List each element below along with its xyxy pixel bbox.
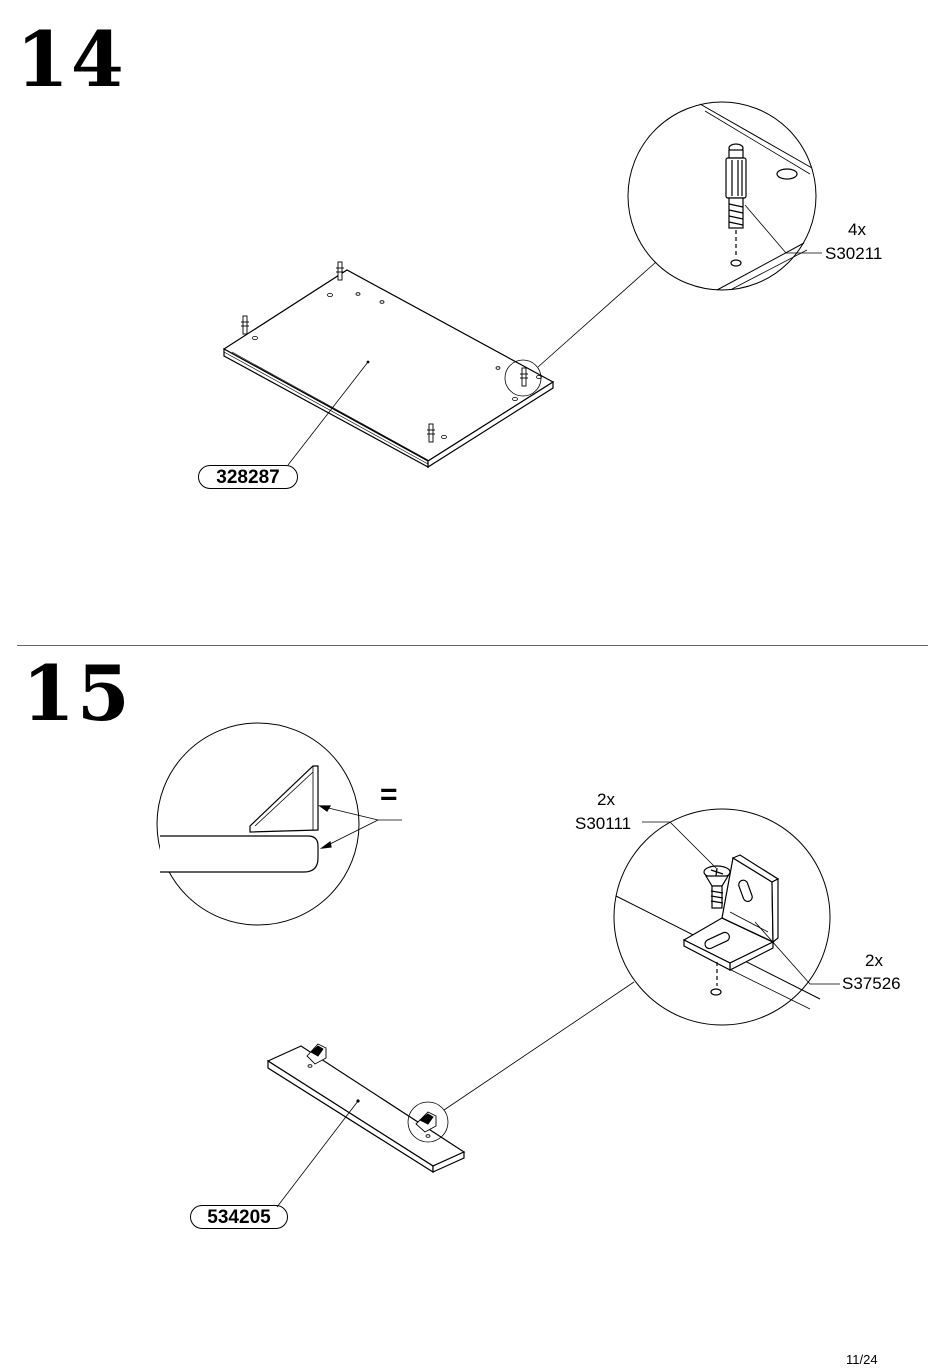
part-number-badge-534205: 534205 — [190, 1205, 288, 1229]
panel-board-534205 — [268, 1046, 464, 1172]
section-divider — [17, 645, 928, 646]
hardware-code-s37526: S37526 — [842, 975, 901, 992]
equal-gap-symbol: = — [380, 780, 398, 810]
hardware-code-s30211: S30211 — [825, 245, 882, 262]
detail-circle-cam-bolt — [628, 102, 822, 290]
shelf-board-328287 — [224, 270, 553, 467]
step-number-15: 15 — [22, 656, 132, 732]
part-number-badge-328287: 328287 — [198, 465, 298, 489]
hardware-code-s30111: S30111 — [575, 815, 631, 832]
detail-circle-alignment — [157, 723, 402, 925]
hardware-quantity-s30211: 4x — [848, 221, 866, 238]
detail-circle-bracket — [614, 809, 840, 1025]
hardware-quantity-s30111: 2x — [597, 791, 615, 808]
page-number: 11/24 — [846, 1352, 878, 1367]
hardware-quantity-s37526: 2x — [865, 952, 883, 969]
